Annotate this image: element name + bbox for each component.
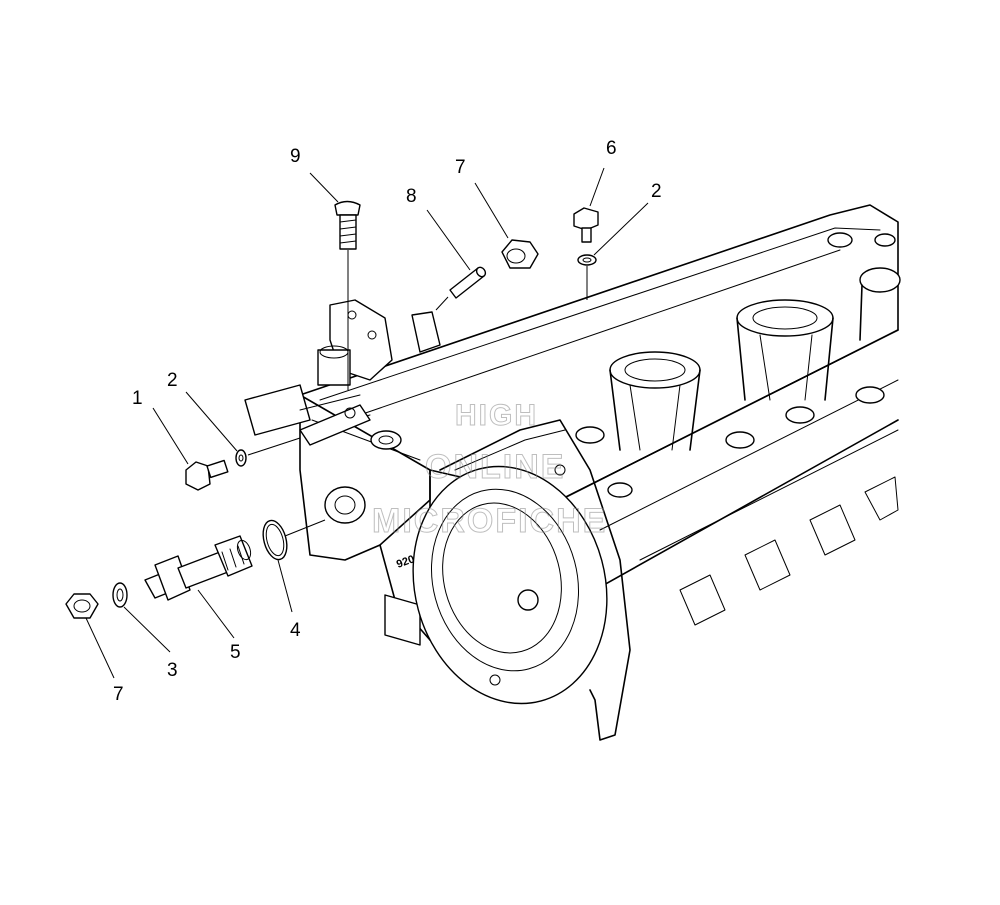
watermark-line1: HIGH — [455, 399, 538, 432]
cylinder-head-assembly: 9200.97 — [244, 204, 901, 741]
mounting-bracket — [244, 299, 441, 446]
callout-2-left: 2 — [167, 370, 178, 391]
callout-8: 8 — [406, 186, 417, 207]
bolt-bosses — [575, 232, 896, 498]
callout-leaders — [85, 167, 649, 679]
callout-3: 3 — [167, 660, 178, 681]
part-7-nut-top — [501, 239, 539, 269]
callout-labels: 9 8 7 6 2 2 1 4 5 3 7 — [113, 138, 662, 705]
callout-1: 1 — [132, 388, 143, 409]
part-2-washer-top — [577, 254, 597, 300]
watermark: HIGH ONLINE MICROFICHE — [372, 399, 607, 541]
callout-2-top: 2 — [651, 181, 662, 202]
part-8-dowel-pin — [435, 266, 487, 311]
callout-7-top: 7 — [455, 157, 466, 178]
part-5-sensor — [144, 535, 253, 601]
part-4-o-ring — [262, 519, 326, 561]
callout-7-left: 7 — [113, 684, 124, 705]
part-6-bolt — [573, 207, 599, 243]
part-2-washer-left — [235, 437, 301, 467]
watermark-line3: MICROFICHE — [372, 502, 607, 540]
cam-tower-1 — [609, 351, 701, 451]
part-7-nut-left — [65, 593, 99, 619]
cam-tower-3 — [859, 267, 901, 341]
part-9-bolt — [334, 200, 361, 390]
callout-6: 6 — [606, 138, 617, 159]
part-1-bolt — [185, 459, 229, 491]
cam-sensor-housing — [412, 419, 631, 741]
callout-5: 5 — [230, 642, 241, 663]
callout-4: 4 — [290, 620, 301, 641]
callout-9: 9 — [290, 146, 301, 167]
part-3-lock-washer — [112, 582, 128, 608]
watermark-line2: ONLINE — [425, 448, 565, 486]
cam-tower-2 — [736, 299, 834, 401]
